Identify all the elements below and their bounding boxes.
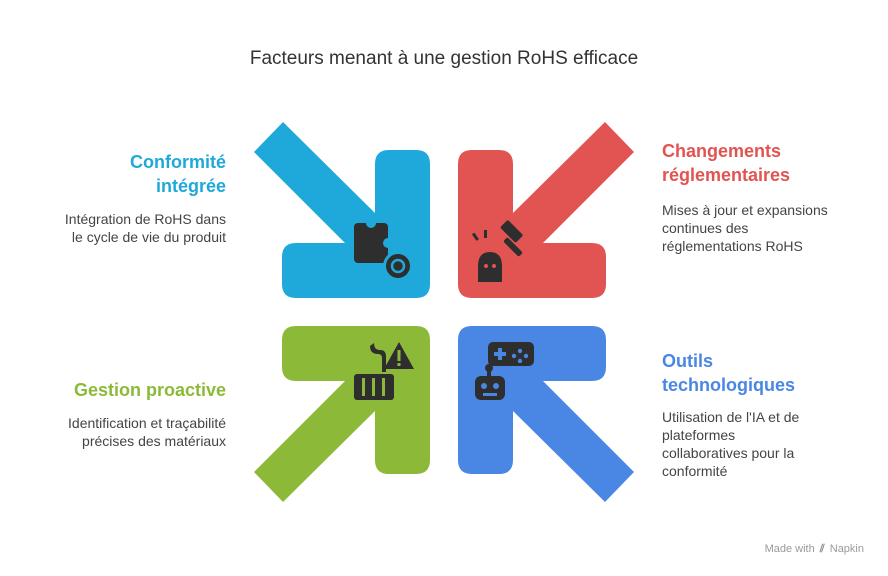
heading-line: réglementaires <box>662 165 791 185</box>
arrow-outils <box>458 326 634 502</box>
arrow-shape <box>458 326 634 502</box>
desc-line: Mises à jour et expansions <box>662 202 828 218</box>
desc-line: continues des <box>662 220 749 236</box>
factor-heading-outils: Outils technologiques <box>662 349 795 397</box>
arrow-shape <box>458 122 634 298</box>
credit-brand: Napkin <box>829 543 864 555</box>
hook-warning-icon <box>354 342 414 400</box>
desc-line: le cycle de vie du produit <box>71 229 226 245</box>
credit-text: Made with <box>764 543 815 555</box>
gavel-icon <box>471 220 523 282</box>
desc-line: réglementations RoHS <box>662 238 803 254</box>
factor-heading-conformite: Conformité intégrée <box>130 150 226 198</box>
desc-line: précises des matériaux <box>82 433 226 449</box>
arrow-conformite <box>254 122 430 298</box>
factor-desc-outils: Utilisation de l'IA et de plateformes co… <box>662 408 799 480</box>
desc-line: conformité <box>662 463 728 479</box>
arrow-changements <box>458 122 634 298</box>
desc-line: collaboratives pour la <box>662 445 795 461</box>
factor-heading-changements: Changements réglementaires <box>662 139 790 187</box>
desc-line: Identification et traçabilité <box>68 415 226 431</box>
made-with-napkin-credit[interactable]: Made with ⫽ Napkin <box>765 543 864 556</box>
heading-line: Gestion proactive <box>73 380 226 400</box>
arrow-gestion <box>254 326 430 502</box>
desc-line: plateformes <box>662 427 736 443</box>
factor-heading-gestion: Gestion proactive <box>74 378 226 402</box>
factor-desc-changements: Mises à jour et expansions continues des… <box>662 201 828 255</box>
puzzle-gear-icon <box>354 218 413 281</box>
heading-line: Outils <box>662 351 714 371</box>
robot-gamepad-icon <box>475 342 534 400</box>
heading-line: Conformité <box>130 152 226 172</box>
desc-line: Utilisation de l'IA et de <box>662 409 800 425</box>
napkin-logo-icon: ⫽ <box>819 543 825 555</box>
diagram-title: Facteurs menant à une gestion RoHS effic… <box>249 48 639 69</box>
desc-line: Intégration de RoHS dans <box>64 211 226 227</box>
heading-line: intégrée <box>155 176 226 196</box>
heading-line: Changements <box>662 141 782 161</box>
factor-desc-gestion: Identification et traçabilité précises d… <box>68 414 226 450</box>
heading-line: technologiques <box>662 375 796 395</box>
factor-desc-conformite: Intégration de RoHS dans le cycle de vie… <box>65 210 226 246</box>
